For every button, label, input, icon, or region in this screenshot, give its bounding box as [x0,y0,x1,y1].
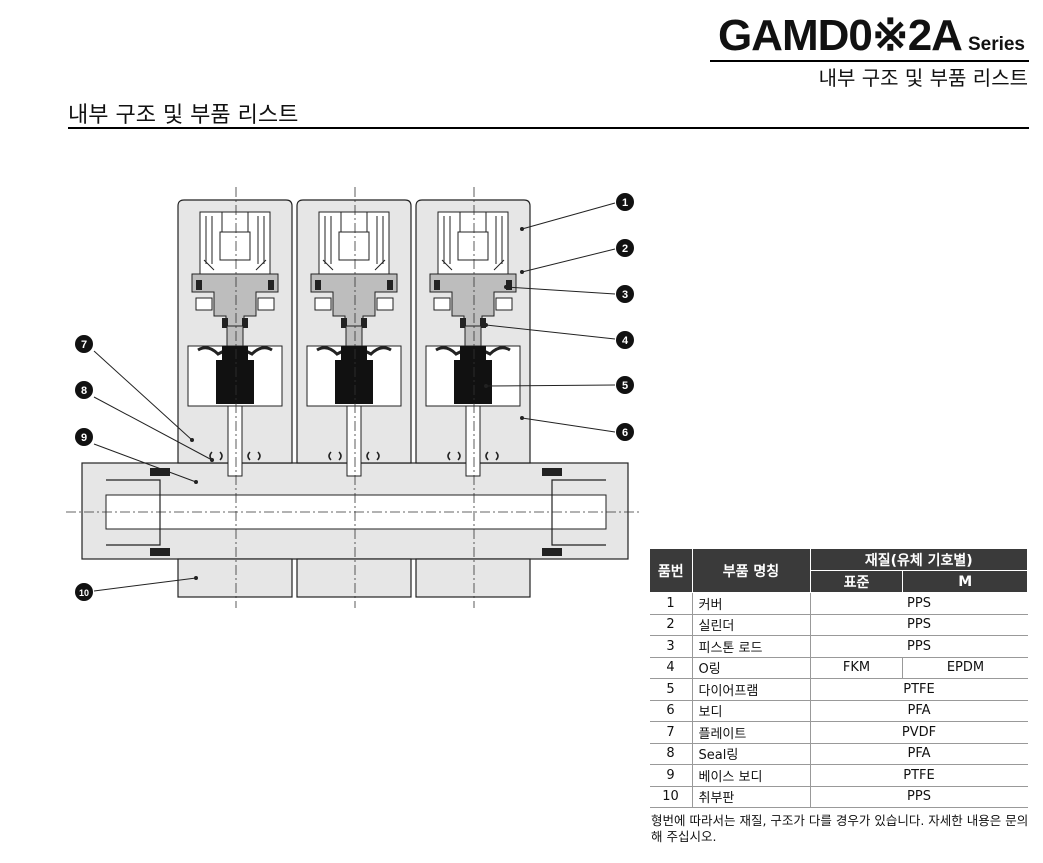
svg-text:2: 2 [622,243,628,255]
row-name: 커버 [691,592,810,615]
callout-1: 1 [616,193,634,211]
row-name: 취부판 [691,786,810,808]
row-no: 5 [649,678,692,701]
svg-text:5: 5 [622,380,628,392]
header-standard: 표준 [809,570,904,593]
row-standard: FKM [809,657,903,679]
row-name: Seal링 [691,743,810,765]
callout-8: 8 [75,381,93,399]
row-no: 6 [649,700,692,722]
row-material: PPS [809,635,1028,658]
header-no: 품번 [649,548,693,593]
row-no: 1 [649,592,692,615]
callout-10: 10 [75,583,93,601]
header-subtitle: 내부 구조 및 부품 리스트 [818,66,1028,90]
section-divider [68,127,1029,129]
callout-3: 3 [616,285,634,303]
row-material: PVDF [809,721,1028,744]
header-divider [710,60,1029,62]
header-name: 부품 명칭 [691,548,811,593]
row-no: 4 [649,657,692,679]
svg-text:6: 6 [622,427,628,439]
row-name: 피스톤 로드 [691,635,810,658]
row-name: 실린더 [691,614,810,636]
row-no: 2 [649,614,692,636]
row-material: PPS [809,614,1028,636]
row-m: EPDM [902,657,1028,679]
header-material: 재질(유체 기호별) [809,548,1028,571]
callout-9: 9 [75,428,93,446]
svg-text:7: 7 [81,339,87,351]
row-material: PTFE [809,678,1028,701]
callout-7: 7 [75,335,93,353]
row-no: 10 [649,786,692,808]
callout-5: 5 [616,376,634,394]
callout-6: 6 [616,423,634,441]
row-name: 베이스 보디 [691,764,810,787]
svg-text:1: 1 [622,197,628,209]
svg-text:9: 9 [81,432,87,444]
row-name: O링 [691,657,810,679]
series-code: GAMD0※2A [717,11,963,60]
header-m: M [902,570,1028,593]
row-no: 8 [649,743,692,765]
svg-text:10: 10 [79,588,89,598]
section-title: 내부 구조 및 부품 리스트 [68,103,299,128]
series-word: Series [967,34,1025,55]
row-material: PTFE [809,764,1028,787]
row-name: 보디 [691,700,810,722]
svg-text:8: 8 [81,385,87,397]
svg-text:4: 4 [622,335,629,347]
row-no: 9 [649,764,692,787]
row-material: PPS [809,786,1028,808]
svg-text:3: 3 [622,289,628,301]
row-name: 플레이트 [691,721,810,744]
callout-4: 4 [616,331,634,349]
row-material: PFA [809,743,1028,765]
row-material: PFA [809,700,1028,722]
row-no: 7 [649,721,692,744]
callout-2: 2 [616,239,634,257]
row-no: 3 [649,635,692,658]
row-material: PPS [809,592,1028,615]
row-name: 다이어프램 [691,678,810,701]
footnote: 형번에 따라서는 재질, 구조가 다를 경우가 있습니다. 자세한 내용은 문의… [651,813,1029,844]
